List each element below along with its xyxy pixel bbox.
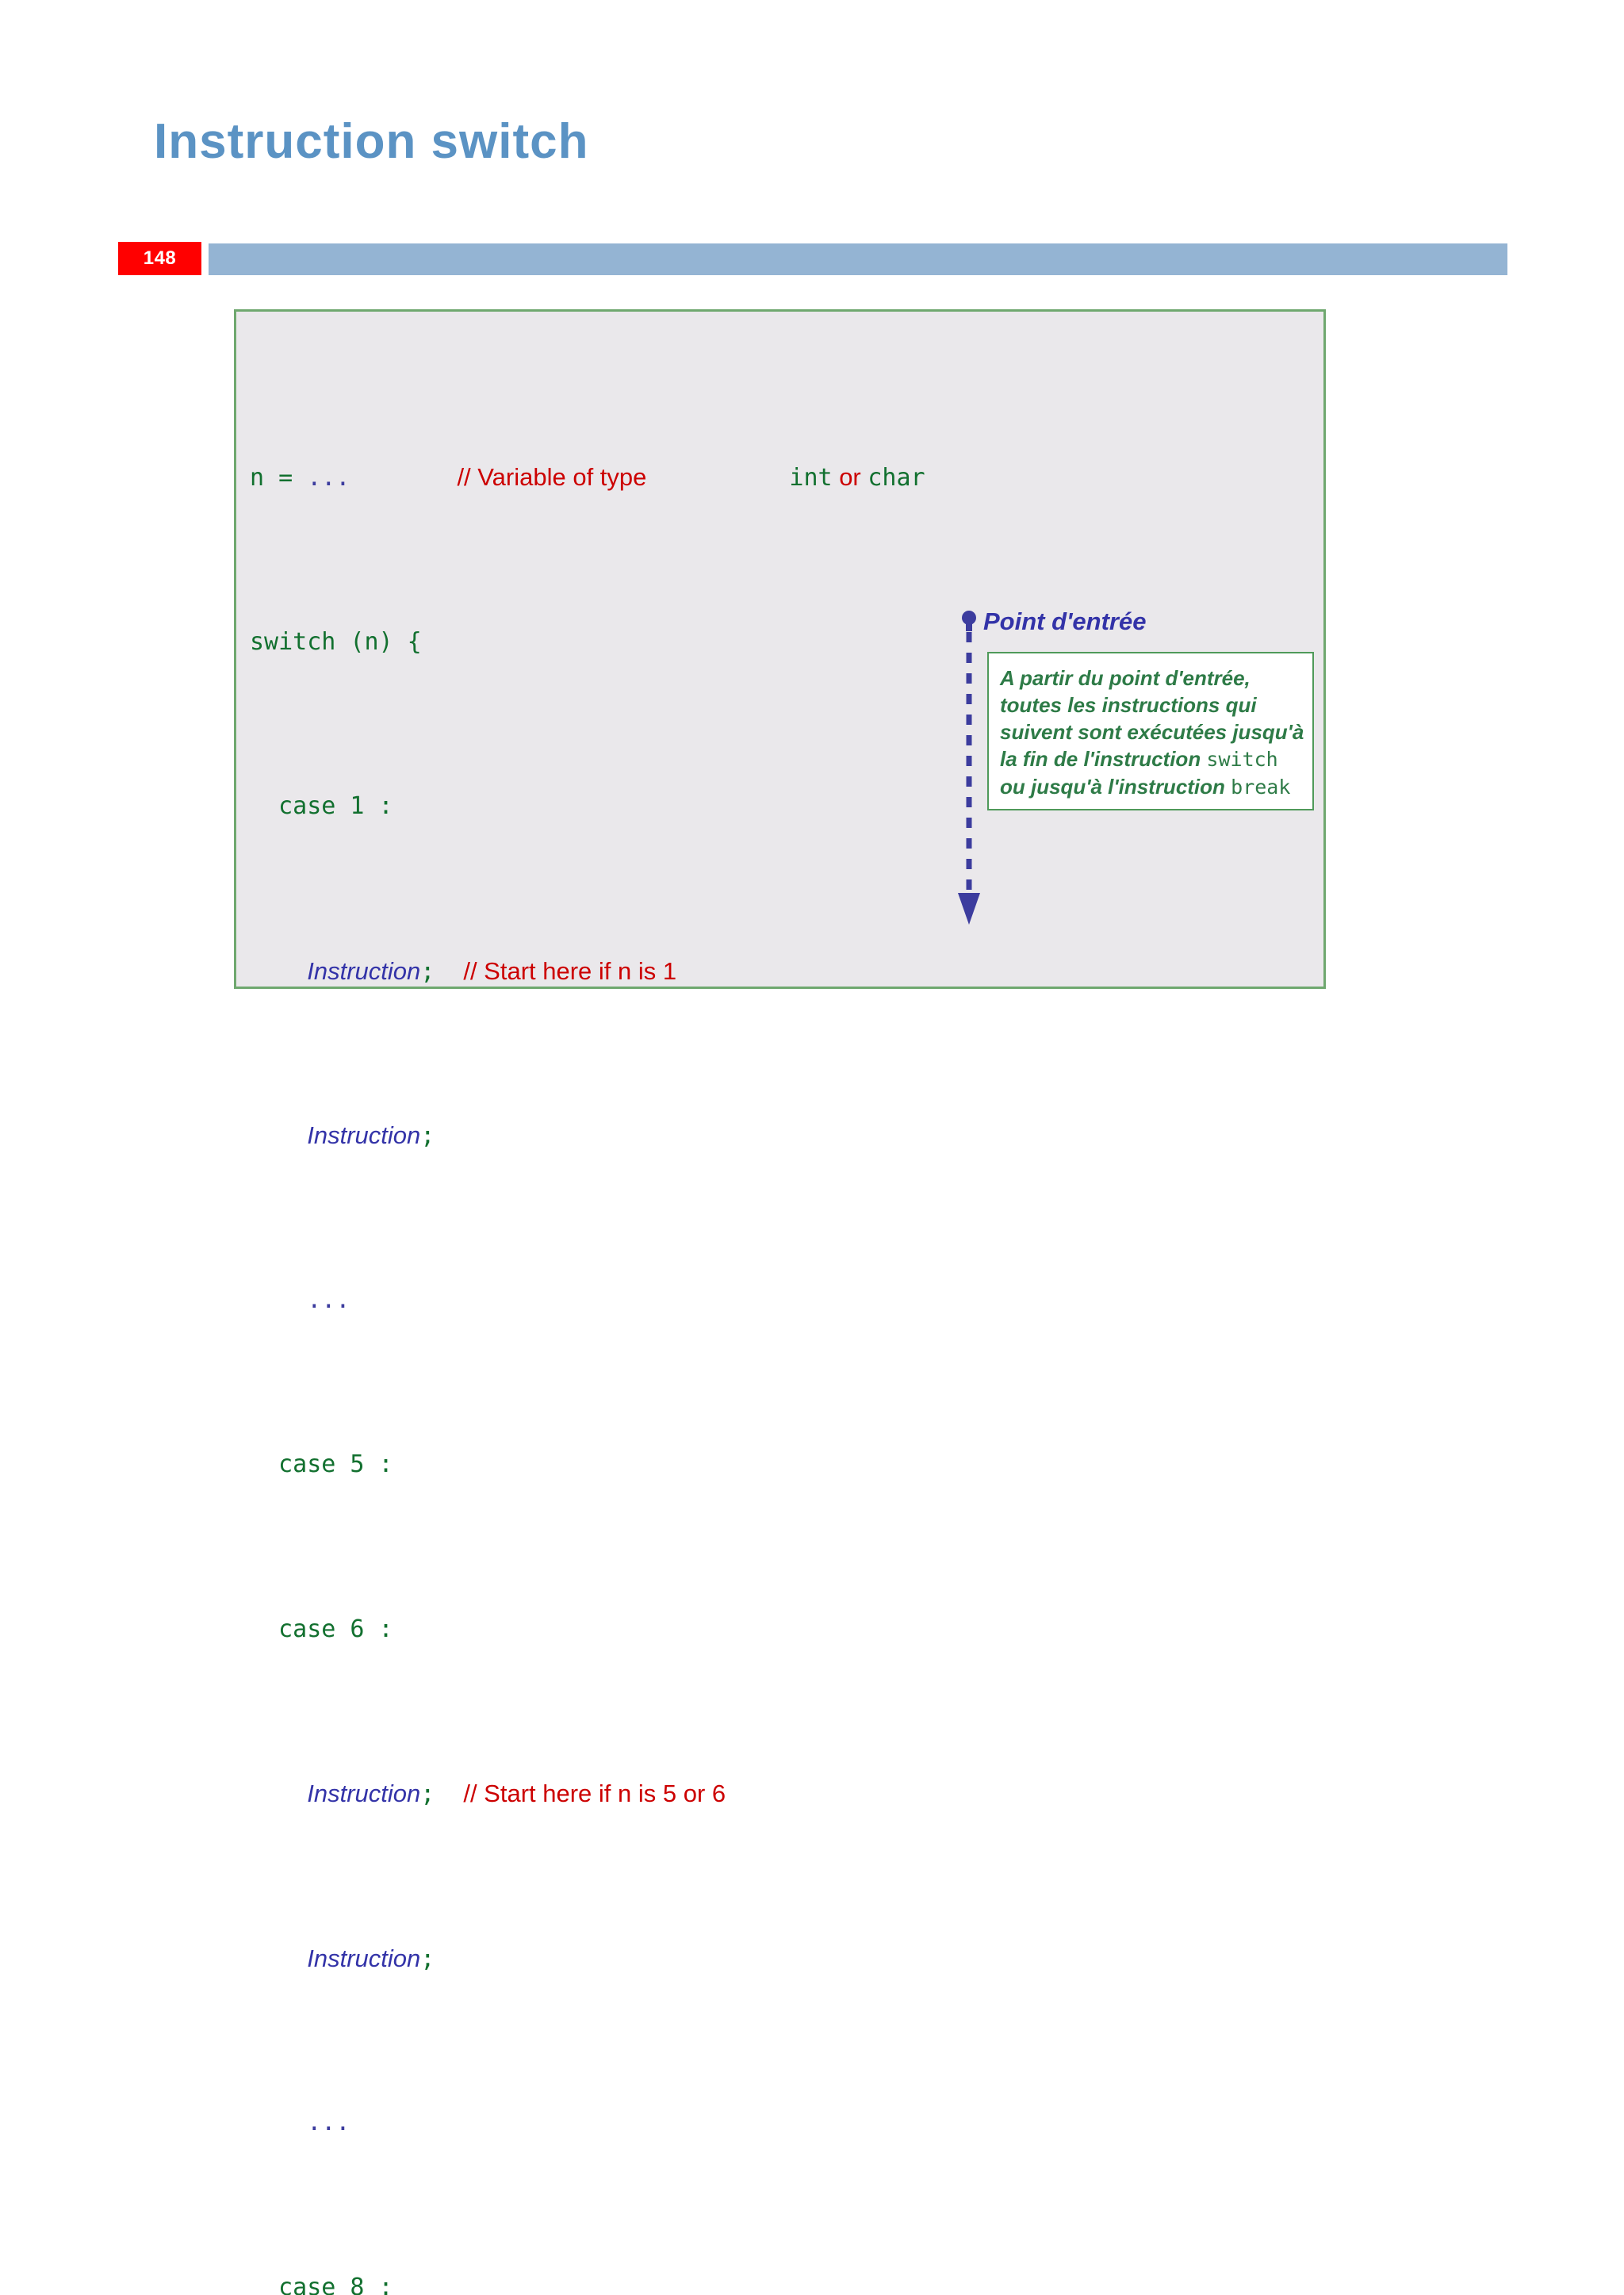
note-line-1: A partir du point d'entrée,	[1000, 666, 1251, 690]
note-line-4: la fin de l'instruction	[1000, 747, 1206, 771]
code-token-case-6: case 6 :	[278, 1615, 393, 1643]
code-token-case-5: case 5 :	[278, 1450, 393, 1478]
code-line: Instruction; // Start here if n is 1	[250, 955, 925, 988]
code-token-case-8: case 8 :	[278, 2274, 393, 2295]
entry-point-label: Point d'entrée	[983, 607, 1146, 636]
code-token-semicolon: ;	[420, 1122, 435, 1150]
note-line-2: toutes les instructions qui	[1000, 693, 1257, 717]
code-figure-panel: n = ... // Variable of type int or char sw…	[234, 309, 1326, 989]
code-block: n = ... // Variable of type int or char sw…	[250, 329, 925, 2295]
page-number-badge: 148	[118, 242, 201, 275]
note-line-5: ou jusqu'à l'instruction	[1000, 775, 1231, 799]
code-token-semicolon: ;	[420, 1780, 435, 1808]
page-title: Instruction switch	[154, 113, 588, 170]
code-token-type-char: char	[868, 464, 925, 492]
code-line: Instruction;	[250, 1119, 925, 1152]
code-token-type-int: int	[789, 464, 832, 492]
code-line: case 8 :	[250, 2271, 925, 2295]
code-token-case-1: case 1 :	[278, 792, 393, 820]
code-line: case 1 :	[250, 790, 925, 823]
code-token-switch: switch (n) {	[250, 628, 422, 656]
code-token-ellipsis: ...	[307, 464, 350, 492]
annotation-note-text: A partir du point d'entrée, toutes les in…	[989, 653, 1312, 801]
code-comment: // Start here if n is 1	[463, 957, 676, 985]
banner-bar	[209, 243, 1507, 275]
code-token-instruction: Instruction	[307, 1780, 420, 1807]
code-token-semicolon: ;	[420, 958, 435, 986]
code-token-assignment: n =	[250, 464, 307, 492]
code-line: Instruction; // Start here if n is 5 or 6	[250, 1777, 925, 1810]
annotation-note-box: A partir du point d'entrée, toutes les in…	[987, 652, 1314, 810]
code-token-semicolon: ;	[420, 1945, 435, 1973]
code-line: n = ... // Variable of type int or char	[250, 461, 925, 494]
code-token-instruction: Instruction	[307, 1944, 420, 1972]
code-token-or: or	[833, 463, 868, 491]
code-comment: // Variable of type	[457, 463, 646, 491]
code-line: case 5 :	[250, 1448, 925, 1481]
note-keyword-switch: switch	[1206, 748, 1277, 771]
code-line: ...	[250, 1284, 925, 1317]
code-line: switch (n) {	[250, 626, 925, 659]
code-line: ...	[250, 2106, 925, 2140]
code-line: case 6 :	[250, 1613, 925, 1646]
code-line: Instruction;	[250, 1942, 925, 1975]
code-token-ellipsis: ...	[307, 2109, 350, 2136]
note-line-3: suivent sont exécutées jusqu'à	[1000, 720, 1304, 744]
code-comment: // Start here if n is 5 or 6	[463, 1780, 726, 1807]
note-keyword-break: break	[1231, 776, 1290, 799]
code-token-instruction: Instruction	[307, 1121, 420, 1149]
code-token-ellipsis: ...	[307, 1286, 350, 1314]
code-token-instruction: Instruction	[307, 957, 420, 985]
